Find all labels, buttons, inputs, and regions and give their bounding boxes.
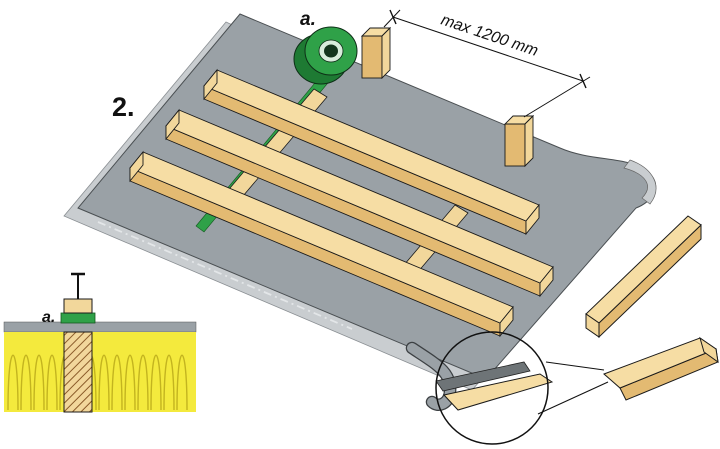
dimension-label: max 1200 mm [439, 12, 541, 60]
loose-batten [585, 215, 702, 339]
detail-leader-line-2 [537, 381, 609, 415]
step-label: 2. [112, 92, 135, 122]
upright-batten-1 [360, 26, 392, 80]
dimension-tick-start [389, 9, 397, 25]
batten-left-end [129, 150, 144, 183]
upright-side-face [524, 114, 534, 168]
batten-left-end [203, 68, 218, 101]
eave-cross-section: a. [3, 272, 197, 413]
upright-side-face [381, 26, 391, 80]
eave-edge-detail [405, 331, 609, 445]
batten-right-end [525, 203, 540, 236]
detail-tape-label: a. [42, 309, 55, 326]
loose-eave-fillet [603, 336, 719, 401]
tape-section [60, 312, 96, 324]
tape-label: a. [300, 9, 316, 30]
batten-row-3 [129, 150, 514, 338]
batten-right-end [499, 305, 514, 338]
batten-row-1 [203, 68, 540, 236]
detail-leader-line-1 [545, 361, 605, 371]
tape-roll-hole [324, 44, 338, 58]
dimension-extension-line-1 [383, 9, 401, 28]
detail-circle [435, 331, 549, 445]
batten-row-2 [165, 108, 554, 298]
loose-fillet-end-face [699, 336, 719, 364]
batten-right-end [539, 265, 554, 298]
membrane-section-strip [3, 321, 197, 333]
upright-front-face [361, 35, 383, 79]
membrane-roll-edge-curl [623, 159, 657, 205]
dimension-line [392, 16, 584, 82]
rafter-section-hatch [63, 331, 93, 413]
overlap-dashed-line [97, 221, 353, 330]
loose-batten-front-face [598, 223, 702, 339]
batten-left-end [165, 108, 180, 141]
drip-edge-strip [435, 361, 531, 392]
upright-batten-2 [503, 114, 535, 168]
eave-fillet-batten [443, 373, 554, 411]
upright-front-face [504, 123, 526, 167]
loose-batten-end-face [585, 313, 600, 338]
tape-roll [293, 26, 358, 85]
dimension-tick-end [579, 73, 587, 89]
batten-section [63, 298, 93, 314]
dimension-extension-line-2 [523, 76, 591, 118]
